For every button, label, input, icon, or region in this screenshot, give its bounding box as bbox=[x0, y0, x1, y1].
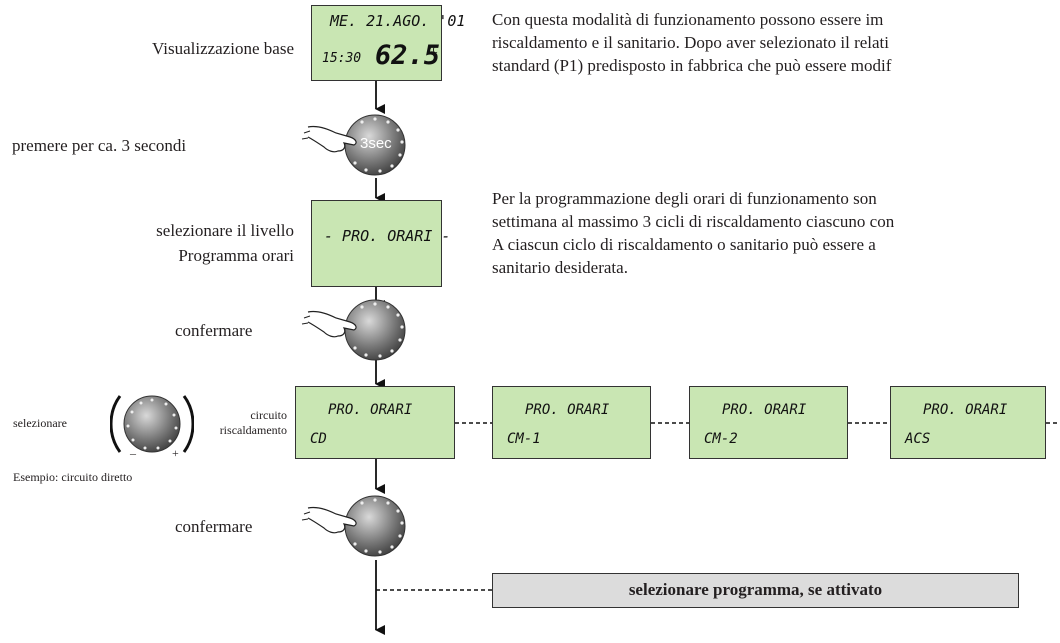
lcd-circuit-cd: PRO. ORARI CD bbox=[295, 386, 455, 459]
lcd-circuit-value: CM-1 bbox=[507, 431, 541, 447]
knob-confirm-button-1[interactable] bbox=[298, 296, 438, 371]
knob-confirm-button-2[interactable] bbox=[298, 492, 438, 567]
label-select-level-2: Programma orari bbox=[178, 246, 294, 265]
rotary-knob-icon bbox=[109, 395, 195, 453]
label-confirm-1: confermare bbox=[175, 321, 253, 340]
lcd-unit: °C bbox=[427, 46, 438, 56]
lcd-base-display: ME. 21.AGO. '01 15:30 62.5 °C bbox=[311, 5, 465, 81]
hand-press-icon bbox=[301, 114, 406, 176]
label-press-3s: premere per ca. 3 secondi bbox=[12, 136, 187, 155]
label-select: selezionare bbox=[13, 416, 67, 430]
paragraph-line: sanitario desiderata. bbox=[492, 258, 628, 277]
select-program-bar: selezionare programma, se attivato bbox=[492, 573, 1019, 608]
lcd-circuit-title: PRO. ORARI bbox=[923, 402, 1008, 418]
label-example: Esempio: circuito diretto bbox=[13, 470, 133, 484]
label-confirm-2: confermare bbox=[175, 517, 253, 536]
knob-plus-label: + bbox=[172, 446, 179, 460]
hand-press-icon bbox=[301, 495, 406, 557]
lcd-circuit-title: PRO. ORARI bbox=[525, 402, 610, 418]
paragraph-line: riscaldamento e il sanitario. Dopo aver … bbox=[492, 33, 889, 52]
label-circuit-2: riscaldamento bbox=[219, 423, 287, 437]
lcd-circuit-value: ACS bbox=[905, 431, 931, 447]
lcd-date: ME. 21.AGO. '01 bbox=[330, 12, 466, 30]
knob-minus-label: – bbox=[130, 446, 136, 460]
lcd-circuit-value: CM-2 bbox=[704, 431, 738, 447]
lcd-temp: 62.5 bbox=[375, 40, 441, 71]
lcd-time: 15:30 bbox=[322, 51, 362, 66]
paragraph-line: standard (P1) predisposto in fabbrica ch… bbox=[492, 56, 892, 75]
lcd-circuit-cm1: PRO. ORARI CM-1 bbox=[492, 386, 651, 459]
lcd-circuit-value: CD bbox=[310, 431, 327, 447]
label-circuit-1: circuito bbox=[250, 408, 287, 422]
paragraph-line: A ciascun ciclo di riscaldamento o sanit… bbox=[492, 235, 876, 254]
lcd-level-text: - PRO. ORARI - bbox=[324, 227, 451, 245]
rotary-selector[interactable]: – + bbox=[109, 388, 195, 469]
programming-paragraph: Per la programmazione degli orari di fun… bbox=[492, 187, 1060, 279]
hand-press-icon bbox=[301, 299, 406, 361]
lcd-circuit-cm2: PRO. ORARI CM-2 bbox=[689, 386, 848, 459]
paragraph-line: Con questa modalità di funzionamento pos… bbox=[492, 10, 884, 29]
label-base-view: Visualizzazione base bbox=[152, 39, 294, 58]
knob-3sec-text: 3sec bbox=[360, 135, 392, 152]
knob-3sec-button[interactable]: 3sec bbox=[298, 111, 438, 186]
lcd-circuit-acs: PRO. ORARI ACS bbox=[890, 386, 1046, 459]
intro-paragraph: Con questa modalità di funzionamento pos… bbox=[492, 8, 1060, 77]
lcd-level-display: - PRO. ORARI - bbox=[311, 200, 450, 287]
paragraph-line: Per la programmazione degli orari di fun… bbox=[492, 189, 877, 208]
label-select-level-1: selezionare il livello bbox=[156, 221, 294, 240]
lcd-circuit-title: PRO. ORARI bbox=[722, 402, 807, 418]
paragraph-line: settimana al massimo 3 cicli di riscalda… bbox=[492, 212, 895, 231]
lcd-circuit-title: PRO. ORARI bbox=[328, 402, 413, 418]
